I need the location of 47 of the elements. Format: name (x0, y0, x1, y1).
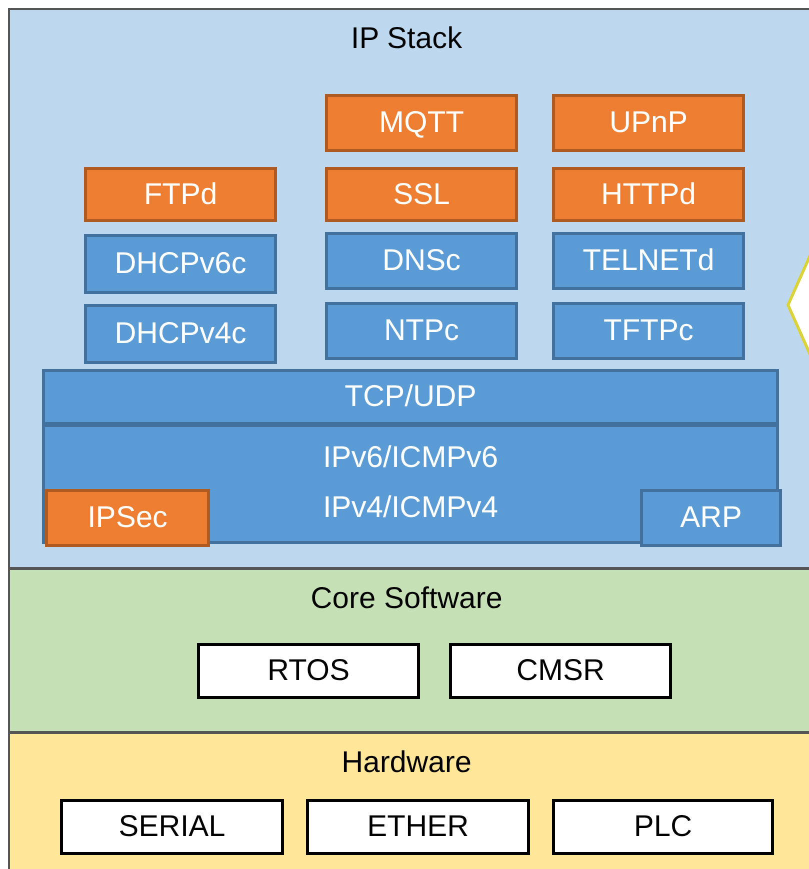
module-label: PLC (634, 810, 692, 843)
module-box (640, 489, 782, 547)
module-box (45, 489, 210, 547)
module-box (325, 232, 518, 290)
module-label: SERIAL (118, 810, 226, 843)
module-label: DHCPv6c (114, 247, 246, 280)
module-label: CMSR (516, 654, 605, 687)
module-box (325, 167, 518, 222)
module-label: SSL (393, 178, 450, 210)
layer-title: Hardware (341, 746, 472, 779)
module-label: TCP/UDP (344, 380, 476, 413)
module-label: ARP (680, 501, 742, 534)
module-label: DHCPv4c (114, 317, 246, 350)
module-label: ETHER (367, 810, 469, 843)
module-box (60, 799, 284, 855)
module-box (197, 643, 420, 699)
module-box (306, 799, 530, 855)
module-box (552, 94, 745, 152)
module-box (42, 369, 779, 425)
module-label: FTPd (144, 178, 218, 210)
module-label: DNSc (382, 244, 461, 277)
module-box (552, 302, 745, 360)
module-box (325, 302, 518, 360)
module-label: UPnP (609, 106, 688, 139)
module-label: IPv6/ICMPv6 (322, 441, 498, 474)
module-label: HTTPd (600, 178, 696, 210)
module-label: TELNETd (582, 244, 714, 277)
module-label: RTOS (267, 654, 350, 687)
module-box (84, 304, 277, 364)
module-box (325, 94, 518, 152)
layer-title: IP Stack (350, 22, 462, 55)
module-box (42, 424, 779, 544)
module-box (552, 167, 745, 222)
layer-band (8, 568, 809, 733)
module-box (552, 799, 774, 855)
layer-band (8, 8, 809, 569)
module-box (552, 232, 745, 290)
module-label: MQTT (379, 106, 464, 139)
module-box (84, 234, 277, 294)
module-label: TFTPc (604, 314, 694, 347)
layer-title: Core Software (310, 582, 502, 615)
module-label: NTPc (384, 314, 459, 347)
module-label: IPSec (87, 501, 168, 534)
layer-band (8, 732, 809, 869)
module-box (84, 167, 277, 222)
module-label: IPv4/ICMPv4 (322, 491, 498, 524)
module-box (449, 643, 672, 699)
